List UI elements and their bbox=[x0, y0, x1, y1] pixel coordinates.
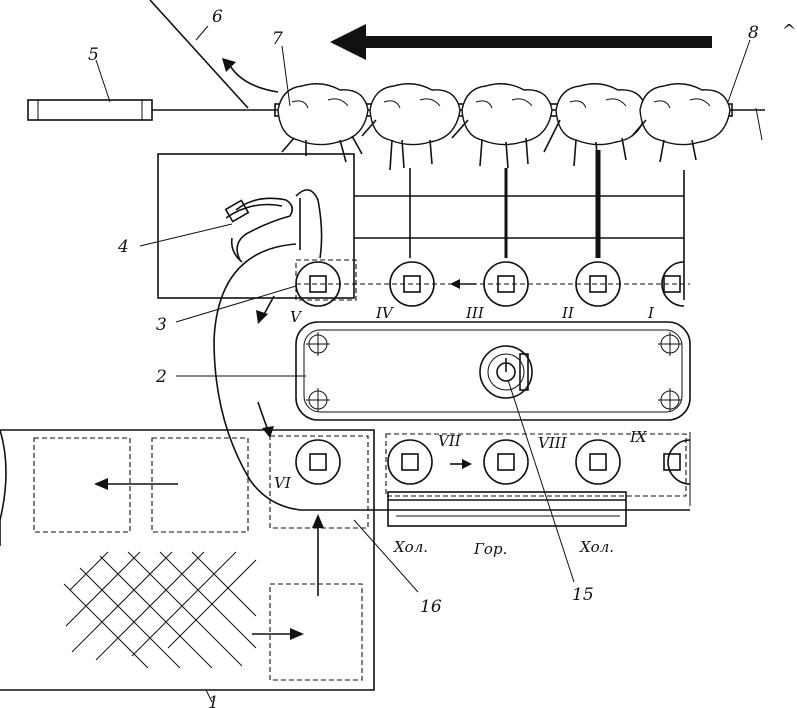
upper-stations bbox=[295, 259, 690, 307]
numeral-ix: IX bbox=[629, 428, 648, 446]
cross-hatch bbox=[63, 551, 257, 669]
zone-cold-1: Хол. bbox=[393, 538, 428, 556]
callout-labels: 5 6 7 8 4 3 2 15 16 1 ^ bbox=[88, 7, 796, 708]
animal-2 bbox=[361, 83, 461, 171]
callout-8: 8 bbox=[748, 23, 759, 43]
callout-1: 1 bbox=[208, 693, 219, 708]
station-x bbox=[663, 439, 691, 485]
station-ix bbox=[575, 439, 621, 485]
central-column-15 bbox=[479, 345, 533, 399]
numeral-iv: IV bbox=[375, 304, 395, 322]
lower-stations bbox=[269, 433, 691, 529]
central-platform bbox=[295, 321, 691, 421]
callout-6: 6 bbox=[212, 7, 223, 27]
callout-5: 5 bbox=[88, 45, 99, 65]
animal-3 bbox=[451, 83, 553, 169]
animal-5 bbox=[631, 83, 731, 163]
callout-4: 4 bbox=[117, 237, 129, 257]
animal-4 bbox=[543, 83, 647, 169]
numeral-vi: VI bbox=[274, 474, 292, 492]
numeral-iii: III bbox=[465, 304, 485, 322]
callout-7: 7 bbox=[272, 29, 283, 49]
stall-frame bbox=[157, 150, 685, 300]
animal-1 bbox=[277, 83, 369, 163]
zone-labels: Хол. Гор. Хол. bbox=[393, 538, 614, 558]
numeral-i: I bbox=[647, 304, 655, 322]
callout-15: 15 bbox=[572, 585, 594, 605]
station-v bbox=[295, 259, 357, 307]
washing-trough bbox=[387, 491, 627, 527]
station-viii bbox=[483, 439, 529, 485]
station-vii bbox=[387, 439, 433, 485]
return-track bbox=[213, 243, 691, 511]
station-ii bbox=[575, 261, 621, 307]
zone-cold-2: Хол. bbox=[579, 538, 614, 556]
zone-hot: Гор. bbox=[473, 540, 507, 558]
numeral-vii: VII bbox=[438, 432, 462, 450]
station-numerals: V IV III II I VI VII VIII IX bbox=[274, 304, 655, 492]
corner-mark: ^ bbox=[782, 21, 796, 41]
callout-3: 3 bbox=[156, 315, 167, 335]
holding-pen bbox=[0, 429, 375, 691]
numeral-v: V bbox=[290, 308, 303, 326]
milking-hose-coil bbox=[224, 197, 294, 263]
callout-2: 2 bbox=[155, 367, 167, 387]
leader-lines bbox=[95, 25, 751, 703]
animal-carcasses bbox=[277, 83, 731, 171]
callout-16: 16 bbox=[420, 597, 442, 617]
numeral-viii: VIII bbox=[538, 434, 568, 452]
station-vi bbox=[269, 435, 369, 529]
numeral-ii: II bbox=[561, 304, 575, 322]
